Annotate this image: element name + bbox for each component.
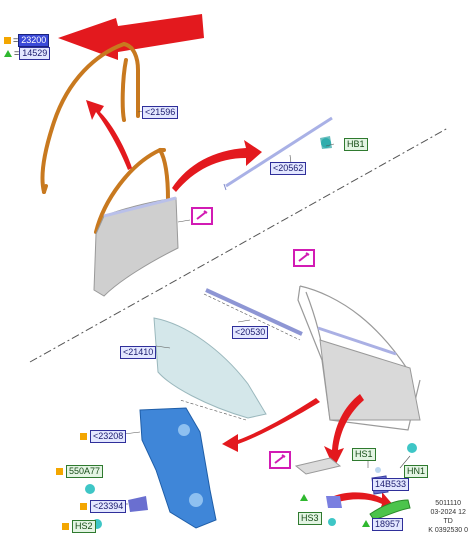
hs3-part <box>326 496 342 508</box>
stamp-line-1: 5011110 <box>435 500 461 507</box>
door-weatherstrip <box>40 42 140 194</box>
legend-item-14529[interactable]: 14529 <box>19 47 51 60</box>
part-label-hs3[interactable]: HS3 <box>298 512 322 525</box>
edit-icon-lower-door <box>293 249 315 267</box>
edit-icon-lower-parts <box>269 451 291 469</box>
part-label-hn1[interactable]: HN1 <box>404 465 429 478</box>
23394-part-icon <box>128 496 148 512</box>
legend-item-23200[interactable]: 23200 <box>18 34 50 47</box>
square-marker-icon <box>56 468 63 475</box>
arrow-weatherstrip <box>86 100 132 170</box>
door-frame-seal <box>94 148 170 234</box>
part-label-21596[interactable]: <21596 <box>142 106 179 119</box>
stamp-line-3: TD <box>443 518 453 525</box>
square-marker-icon <box>4 37 11 45</box>
arrow-beltline <box>172 140 262 192</box>
outer-belt-moulding <box>225 116 333 188</box>
door-shell-upper <box>93 197 179 297</box>
part-label-21410[interactable]: <21410 <box>120 346 157 359</box>
triangle-marker-icon <box>362 520 370 527</box>
arrow-lower-down <box>324 394 364 468</box>
hn1-clip-icon <box>407 443 417 453</box>
inner-handle-part <box>369 499 411 521</box>
legend-row-1: =23200 <box>4 34 50 47</box>
arrow-regulator <box>222 398 320 452</box>
part-label-550a77[interactable]: 550A77 <box>66 465 104 478</box>
legend-row-2: =14529 <box>4 47 51 60</box>
window-regulator <box>139 407 217 529</box>
hb1-clip-icon <box>320 136 332 149</box>
part-label-hs1[interactable]: HS1 <box>352 448 376 461</box>
part-label-23208[interactable]: <23208 <box>90 430 127 443</box>
stamp-line-4: K 0392530 0 <box>428 527 468 534</box>
diagram-stamp: 5011110 03-2024 12 TD K 0392530 0 <box>428 499 468 535</box>
square-marker-icon <box>80 433 87 440</box>
part-label-14b533[interactable]: 14B533 <box>372 478 410 491</box>
legend-pointer-arrow <box>58 14 204 60</box>
stamp-line-2: 03-2024 12 <box>430 509 466 516</box>
part-label-18957[interactable]: 18957 <box>372 518 404 531</box>
door-glass <box>153 317 267 419</box>
square-marker-icon <box>62 523 69 530</box>
part-label-23394[interactable]: <23394 <box>90 500 127 513</box>
square-marker-icon <box>80 503 87 510</box>
handle-bracket-part <box>294 457 342 475</box>
part-label-hb1[interactable]: HB1 <box>344 138 368 151</box>
arrow-handle <box>334 492 394 510</box>
part-label-20530[interactable]: <20530 <box>232 326 269 339</box>
legend-eq: = <box>13 35 19 45</box>
triangle-marker-icon <box>4 50 12 58</box>
legend-eq: = <box>14 48 20 58</box>
inner-belt-moulding <box>205 288 303 336</box>
edit-icon-upper <box>191 207 213 225</box>
part-label-20562[interactable]: <20562 <box>270 162 307 175</box>
550a77-part-icon <box>85 484 95 494</box>
triangle-marker-icon <box>300 494 308 501</box>
part-label-hs2[interactable]: HS2 <box>72 520 96 533</box>
